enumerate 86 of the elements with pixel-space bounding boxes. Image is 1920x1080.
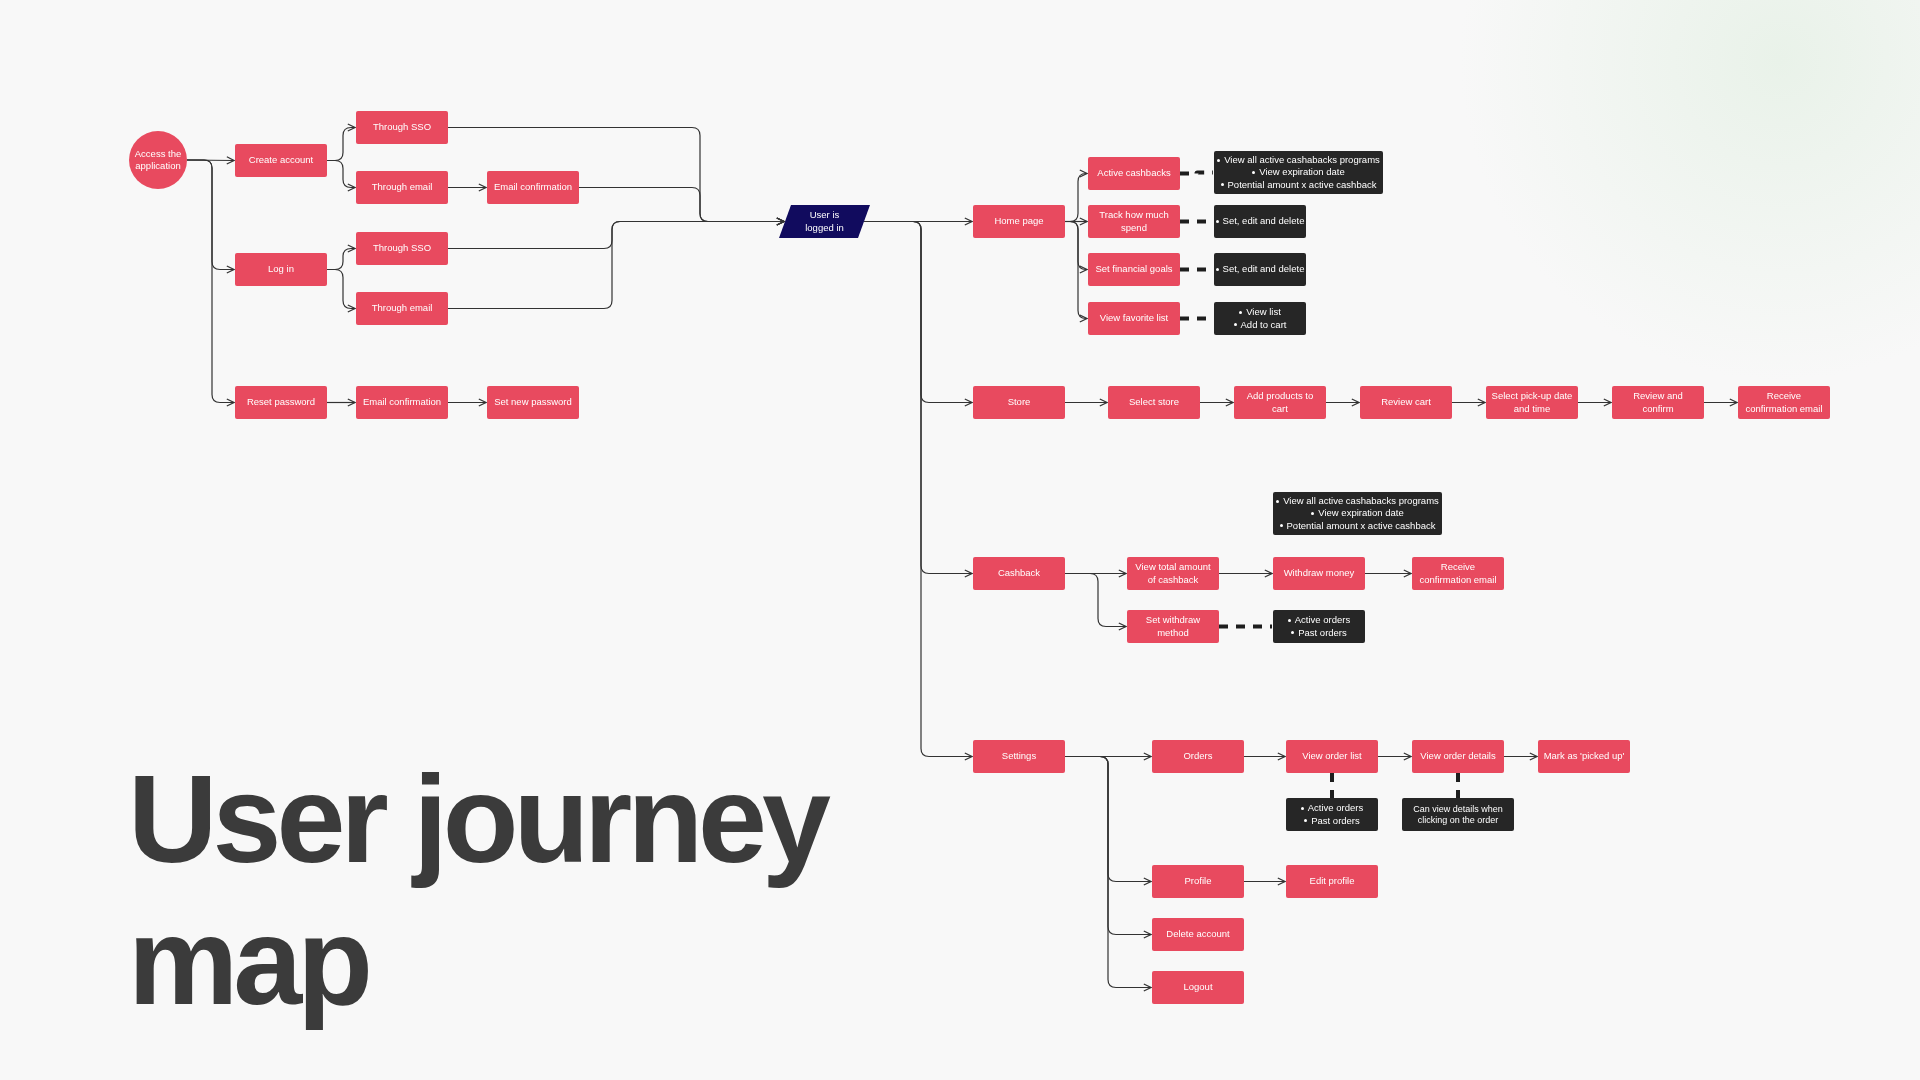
process-box: Through email — [356, 171, 448, 204]
arrow — [1243, 877, 1286, 886]
dashed-connector — [1219, 624, 1272, 629]
note-box — [1214, 302, 1306, 335]
arrow — [1577, 398, 1612, 407]
process-box: Select store — [1108, 386, 1200, 419]
start-circle: Access the application — [129, 131, 187, 189]
process-box: Profile — [1152, 865, 1244, 898]
process-box: Email confirmation — [487, 171, 579, 204]
note-box — [1286, 798, 1378, 831]
process-box: View total amount of cashback — [1127, 557, 1219, 590]
bullet-item: View expiration date — [1318, 507, 1404, 520]
process-box: Active cashbacks — [1088, 157, 1180, 190]
note-box — [1273, 492, 1442, 535]
process-box: Track how much spend — [1088, 205, 1180, 238]
bullet-item: View all active cashabacks programs — [1224, 154, 1380, 167]
process-box: Select pick-up date and time — [1486, 386, 1578, 419]
bullet-item: Past orders — [1298, 626, 1347, 639]
bullet-item: Past orders — [1311, 814, 1360, 827]
process-box: Reset password — [235, 386, 327, 419]
dashed-connector — [1180, 170, 1213, 176]
process-box: Settings — [973, 740, 1065, 773]
note-box: Can view details when clicking on the order — [1402, 798, 1514, 831]
bullet-item: Set, edit and delete — [1222, 263, 1305, 276]
process-box: Withdraw money — [1273, 557, 1365, 590]
process-box: Set financial goals — [1088, 253, 1180, 286]
dashed-connector — [1330, 773, 1334, 798]
arrow — [447, 217, 785, 310]
bullet-item: View expiration date — [1259, 166, 1345, 179]
process-box: View favorite list — [1088, 302, 1180, 335]
arrow — [1451, 398, 1486, 407]
title: User journey map — [128, 749, 829, 1032]
process-box: View order list — [1286, 740, 1378, 773]
process-box: Receive confirmation email — [1738, 386, 1830, 419]
arrow — [1703, 398, 1738, 407]
bullet-item: Active orders — [1307, 802, 1364, 815]
process-box: Email confirmation — [356, 386, 448, 419]
process-box: Log in — [235, 253, 327, 286]
arrow — [1503, 752, 1538, 761]
arrow — [326, 398, 356, 407]
note-box — [1214, 253, 1306, 286]
arrow — [1218, 569, 1273, 578]
process-box: View order details — [1412, 740, 1504, 773]
arrow — [1377, 752, 1412, 761]
dashed-connector — [1456, 773, 1460, 798]
bullet-item: Potential amount x active cashback — [1227, 178, 1377, 191]
process-box: Add products to cart — [1234, 386, 1326, 419]
bullet-item: View all active cashabacks programs — [1283, 495, 1439, 508]
arrow — [326, 268, 356, 313]
process-box: Store — [973, 386, 1065, 419]
note-box — [1214, 205, 1306, 238]
process-box: Create account — [235, 144, 327, 177]
process-box: Home page — [973, 205, 1065, 238]
arrow — [1199, 398, 1234, 407]
arrow — [1064, 755, 1152, 992]
arrow — [1325, 398, 1360, 407]
bullet-item: Set, edit and delete — [1222, 215, 1305, 228]
bullet-item: Potential amount x active cashback — [1286, 519, 1436, 532]
process-box: Delete account — [1152, 918, 1244, 951]
process-box: Through SSO — [356, 111, 448, 144]
arrow — [1064, 572, 1127, 631]
process-box: Orders — [1152, 740, 1244, 773]
process-box: Logout — [1152, 971, 1244, 1004]
bullet-item: View list — [1246, 306, 1281, 319]
arrow — [447, 398, 487, 407]
process-box: Set new password — [487, 386, 579, 419]
arrow — [1243, 752, 1286, 761]
process-box: Through email — [356, 292, 448, 325]
arrow — [1064, 398, 1108, 407]
process-box: Review cart — [1360, 386, 1452, 419]
process-box: Through SSO — [356, 232, 448, 265]
arrow — [447, 183, 487, 192]
bullet-item: Active orders — [1294, 614, 1351, 627]
process-box: Edit profile — [1286, 865, 1378, 898]
arrow — [1364, 569, 1412, 578]
process-box: Mark as 'picked up' — [1538, 740, 1630, 773]
process-box: Set withdraw method — [1127, 610, 1219, 643]
note-box — [1273, 610, 1365, 643]
bullet-item: Add to cart — [1240, 318, 1287, 331]
process-box: Review and confirm — [1612, 386, 1704, 419]
arrow — [186, 159, 235, 407]
process-box: Cashback — [973, 557, 1065, 590]
arrow — [326, 159, 356, 192]
note-box — [1214, 151, 1383, 194]
process-box: Receive confirmation email — [1412, 557, 1504, 590]
state-parallelogram: User is logged in — [779, 205, 870, 238]
